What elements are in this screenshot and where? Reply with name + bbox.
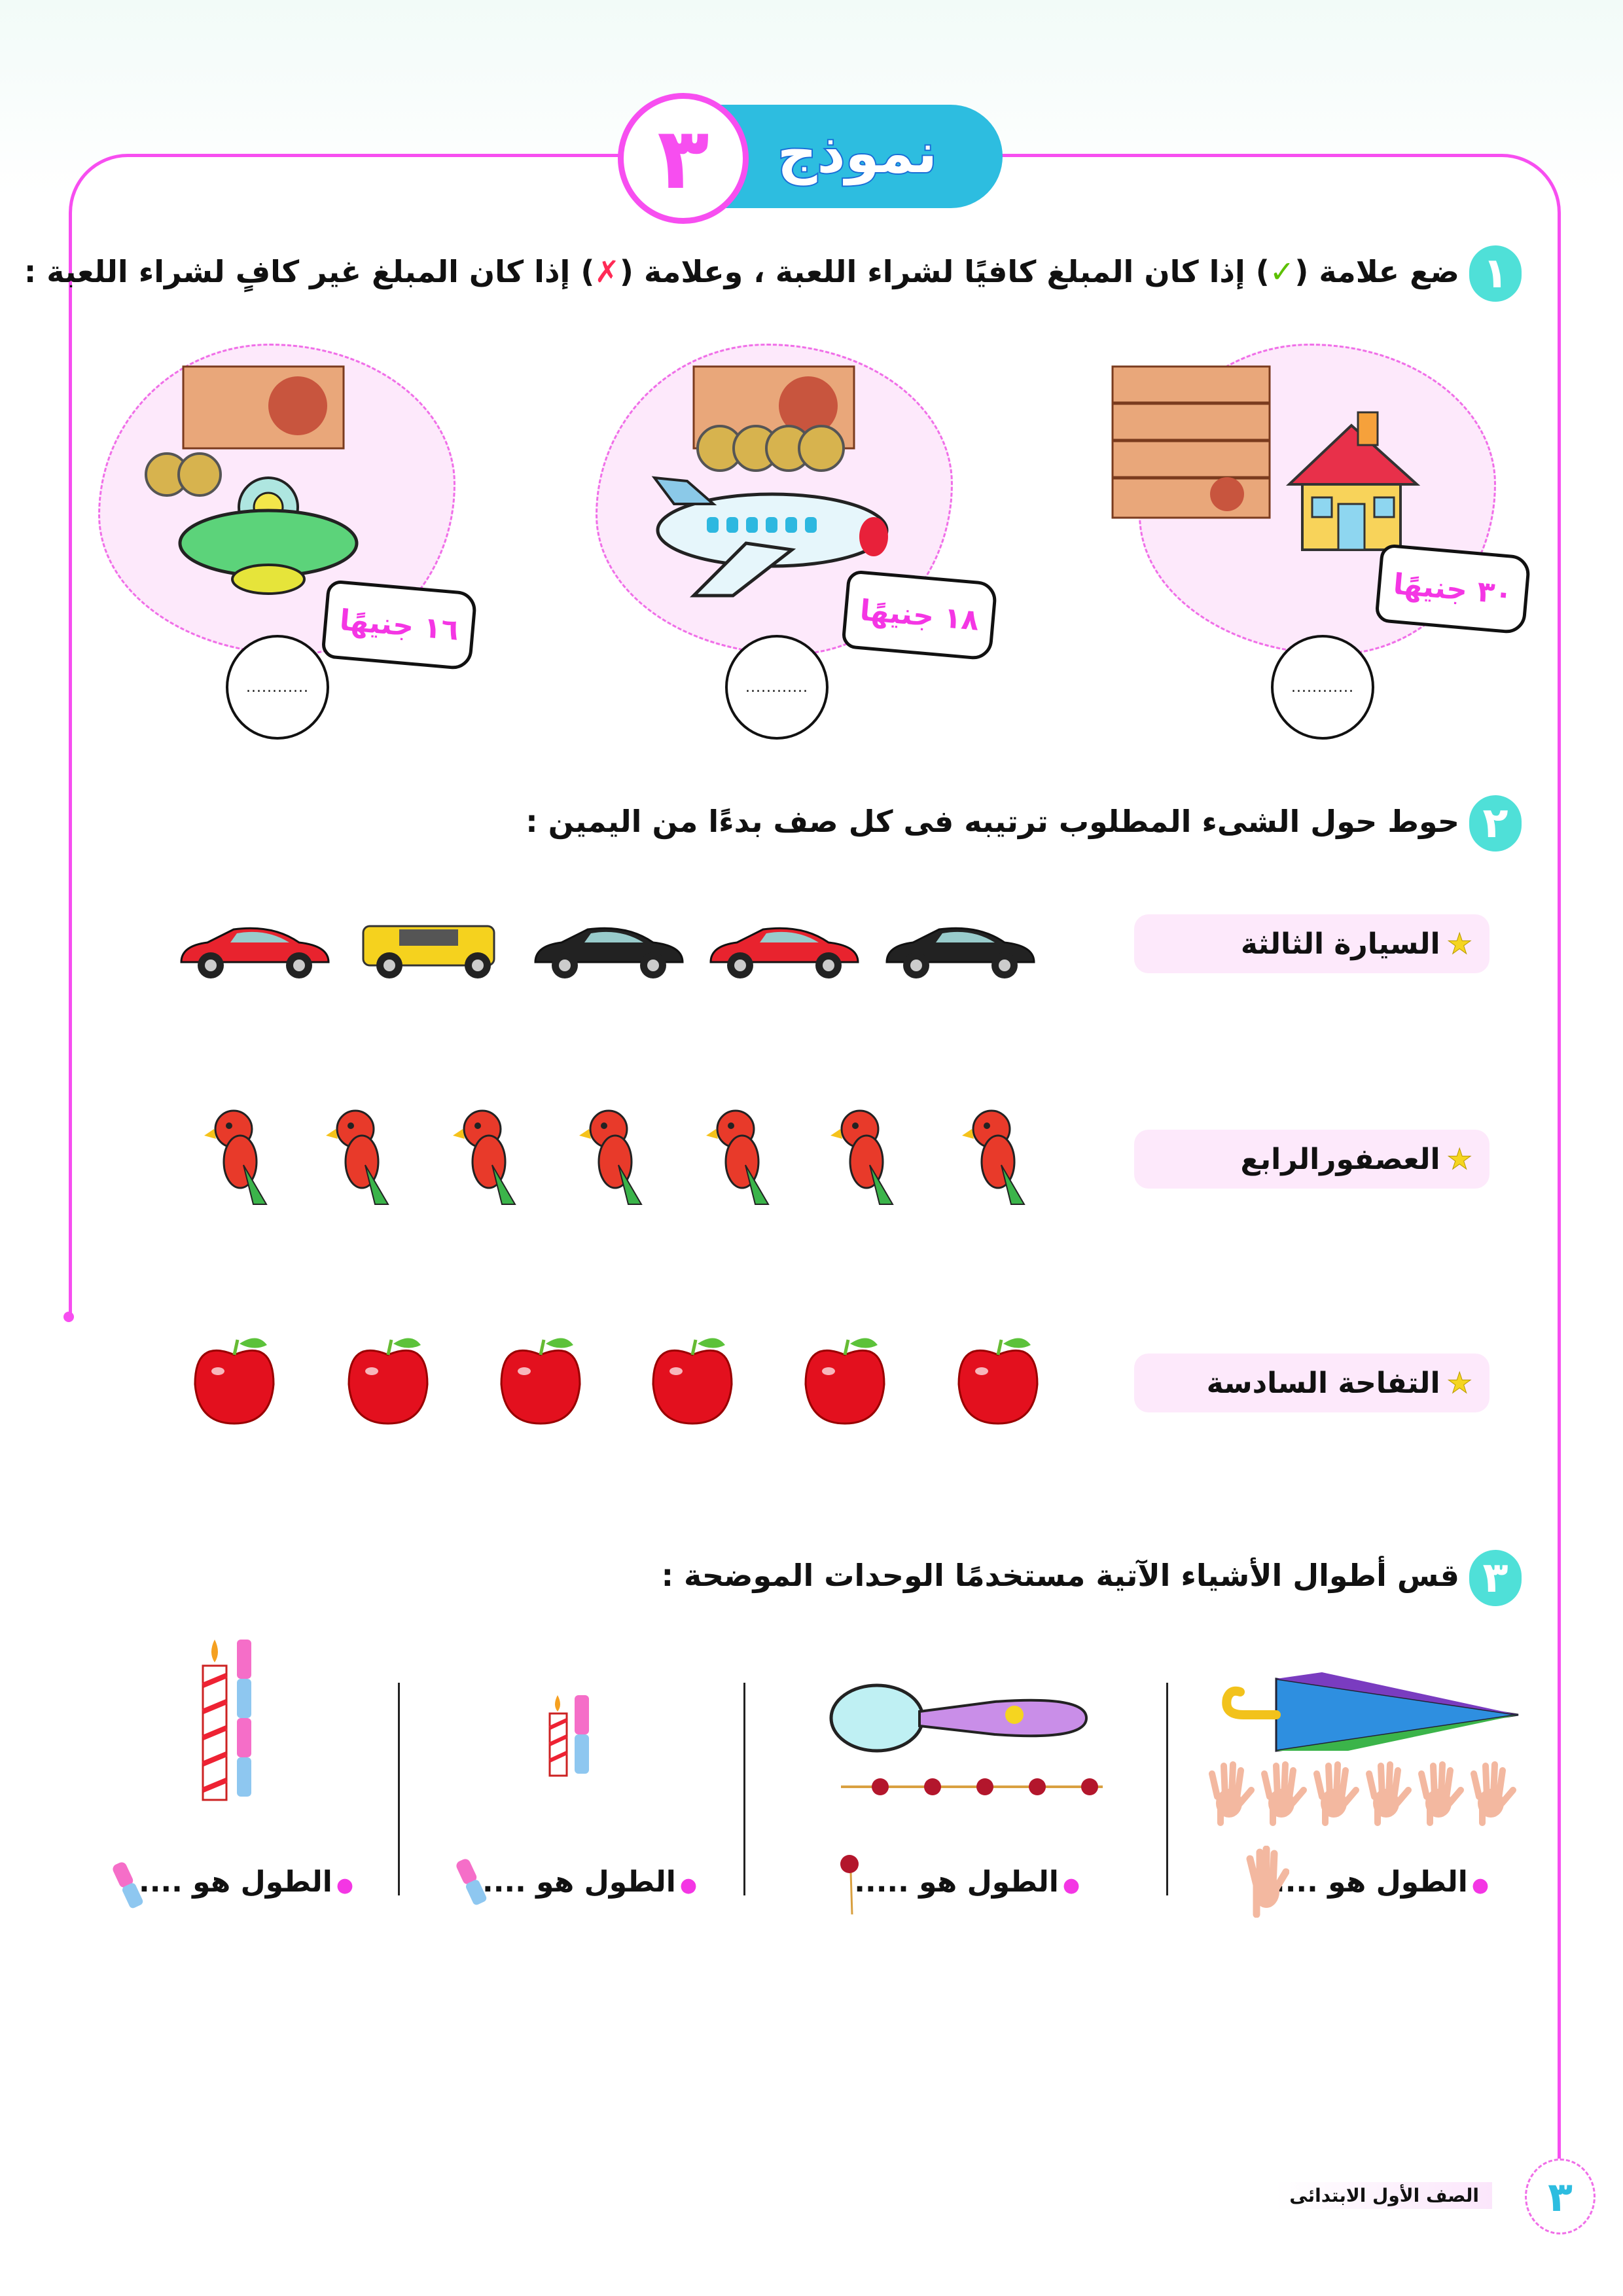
banknotes-icon: [1111, 365, 1271, 519]
black-car-icon[interactable]: [529, 916, 692, 984]
apple-icon[interactable]: [495, 1332, 586, 1433]
small-candle-icon: [548, 1695, 589, 1777]
q2-number-badge: ٢: [1469, 795, 1522, 852]
apple-icon[interactable]: [188, 1332, 280, 1433]
price-tag-airplane: ١٨ جنيهًا: [841, 569, 998, 661]
apple-icon[interactable]: [799, 1332, 891, 1433]
column-divider: [398, 1683, 400, 1895]
bird-icon[interactable]: [573, 1106, 651, 1213]
lollipop-unit-icon[interactable]: [841, 1774, 893, 1803]
measure-label-tall-candle: ●الطول هو .....: [128, 1865, 353, 1899]
row-label-apples: ★التفاحة السادسة: [1134, 1354, 1489, 1412]
measure-label-spoon: ●الطول هو .....: [854, 1865, 1080, 1899]
yellow-jeep-icon[interactable]: [353, 916, 517, 984]
header-number: ٣: [618, 93, 749, 224]
ufo-icon: [178, 476, 359, 595]
bird-icon[interactable]: [824, 1106, 902, 1213]
answer-circle-airplane[interactable]: ............: [725, 635, 829, 740]
hand-unit-icon[interactable]: [1204, 1761, 1257, 1829]
apple-icon[interactable]: [647, 1332, 738, 1433]
row-label-cars: ★السيارة الثالثة: [1134, 914, 1489, 973]
star-icon: ★: [1446, 1366, 1472, 1400]
airplane-icon: [651, 476, 889, 598]
star-icon: ★: [1446, 1142, 1472, 1176]
q3-instruction: قس أطوال الأشياء الآتية مستخدمًا الوحدات…: [661, 1558, 1459, 1593]
header-pill: [707, 105, 1003, 208]
lollipop-unit-icon: [840, 1855, 859, 1915]
column-divider: [1166, 1683, 1168, 1895]
umbrella-icon: [1222, 1672, 1519, 1752]
lollipop-unit-icon[interactable]: [998, 1774, 1050, 1803]
footer-grade: الصف الأول الابتدائى: [1276, 2182, 1492, 2209]
bird-icon[interactable]: [319, 1106, 398, 1213]
apple-icon[interactable]: [952, 1332, 1044, 1433]
hand-unit-icon[interactable]: [1466, 1761, 1518, 1829]
check-mark-icon: ✓: [1269, 254, 1295, 289]
red-car-icon[interactable]: [175, 916, 338, 984]
row-label-birds: ★العصفورالرابع: [1134, 1130, 1489, 1189]
tall-candle-icon: [202, 1640, 251, 1801]
lollipop-unit-icon[interactable]: [893, 1774, 946, 1803]
hand-unit-icon: [1246, 1846, 1289, 1918]
hand-unit-icon[interactable]: [1361, 1761, 1414, 1829]
q1-number-badge: ١: [1469, 245, 1522, 302]
column-divider: [743, 1683, 745, 1895]
lollipop-unit-icon[interactable]: [1050, 1774, 1103, 1803]
house-icon: [1285, 411, 1421, 551]
q1-instruction: ضع علامة (✓) إذا كان المبلغ كافيًا لشراء…: [24, 254, 1459, 289]
page-number: ٣: [1525, 2159, 1596, 2234]
bird-icon[interactable]: [446, 1106, 525, 1213]
lollipop-unit-icon[interactable]: [946, 1774, 998, 1803]
q2-instruction: حوط حول الشىء المطلوب ترتيبه فى كل صف بد…: [526, 804, 1459, 839]
eraser-unit-icon: [113, 1862, 143, 1909]
answer-circle-house[interactable]: ............: [1271, 635, 1374, 740]
banknote-coins-icon: [692, 365, 855, 472]
header-title: نموذج: [776, 120, 938, 187]
measure-label-small-candle: ●الطول هو .....: [471, 1865, 697, 1899]
spoon-icon: [829, 1683, 1088, 1753]
coins-icon: [145, 452, 222, 497]
eraser-unit-icon: [456, 1859, 487, 1905]
apple-icon[interactable]: [342, 1332, 434, 1433]
frame-end-dot: [63, 1312, 74, 1322]
hand-unit-icon[interactable]: [1309, 1761, 1361, 1829]
bird-icon[interactable]: [700, 1106, 778, 1213]
banknote-icon: [182, 365, 345, 450]
hand-unit-icon[interactable]: [1414, 1761, 1466, 1829]
red-car-icon[interactable]: [704, 916, 868, 984]
measure-label-umbrella: ●الطول هو .....: [1263, 1865, 1489, 1899]
bird-icon[interactable]: [955, 1106, 1034, 1213]
black-car-icon[interactable]: [880, 916, 1044, 984]
hand-unit-icon[interactable]: [1257, 1761, 1309, 1829]
cross-mark-icon: ✗: [594, 254, 620, 289]
answer-circle-ufo[interactable]: ............: [226, 635, 329, 740]
price-tag-ufo: ١٦ جنيهًا: [321, 579, 478, 671]
price-tag-house: ٣٠ جنيهًا: [1374, 543, 1531, 635]
bird-icon[interactable]: [198, 1106, 276, 1213]
q3-number-badge: ٣: [1469, 1550, 1522, 1606]
star-icon: ★: [1446, 927, 1472, 961]
